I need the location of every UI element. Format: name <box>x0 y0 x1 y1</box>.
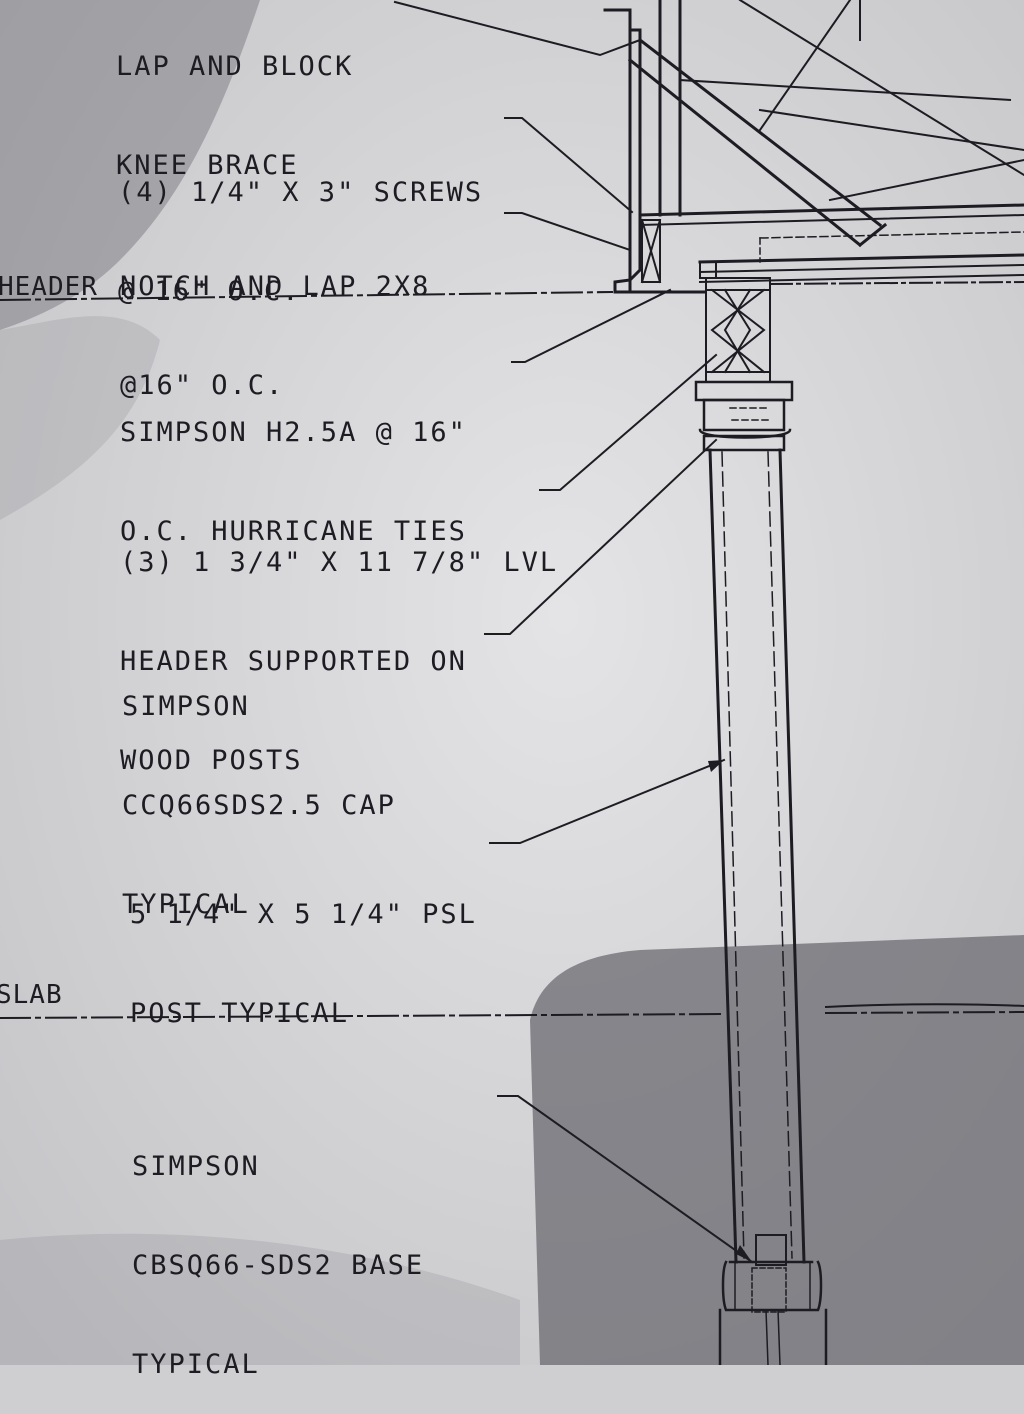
leader-notch-lap <box>504 212 632 252</box>
note-line: NOTCH AND LAP 2X8 <box>120 271 431 302</box>
slab-level-line <box>0 1012 726 1020</box>
note-notch-lap: NOTCH AND LAP 2X8 @16" O.C. <box>120 204 430 435</box>
note-post-cap: SIMPSON CCQ66SDS2.5 CAP TYPICAL <box>122 624 396 954</box>
bottom-right-shadow <box>530 935 1024 1365</box>
note-line: SIMPSON <box>122 691 250 722</box>
note-line: (4) 1/4" X 3" SCREWS <box>118 177 484 208</box>
blocking-x <box>640 218 662 284</box>
slab-level-label: SLAB <box>0 980 63 1010</box>
header-level-line-right <box>768 280 1024 286</box>
leader-post-base <box>497 1095 754 1264</box>
psl-post <box>708 407 806 1264</box>
bottom-left-shade <box>0 1233 520 1365</box>
note-line: @16" O.C. <box>120 370 285 401</box>
post-base <box>718 1234 828 1365</box>
note-lvl-header: (3) 1 3/4" X 11 7/8" LVL HEADER SUPPORTE… <box>120 480 558 810</box>
post-capital <box>694 380 794 452</box>
construction-detail-drawing <box>0 0 1024 1365</box>
note-screws: (4) 1/4" X 3" SCREWS @ 16" O.C. <box>118 110 483 341</box>
roof-framing <box>603 0 1024 294</box>
leader-psl-post <box>489 758 726 844</box>
post-cap-ties <box>699 261 771 383</box>
header-level-label: HEADER <box>0 272 98 302</box>
left-crease-shadow <box>0 316 160 520</box>
note-line: SIMPSON H2.5A @ 16" <box>120 417 467 448</box>
note-line: KNEE BRACE <box>116 150 299 181</box>
leader-lines <box>393 0 754 1264</box>
header-level-line <box>0 290 614 302</box>
note-line: O.C. HURRICANE TIES <box>120 516 467 547</box>
note-line: CBSQ66-SDS2 BASE <box>132 1250 425 1281</box>
note-line: 5 1/4" X 5 1/4" PSL <box>130 899 477 930</box>
note-line: (3) 1 3/4" X 11 7/8" LVL <box>120 547 559 578</box>
note-line: WOOD POSTS <box>120 745 303 776</box>
leader-arrowheads <box>708 760 752 1262</box>
note-line: @ 16" O.C. <box>118 276 301 307</box>
note-psl-post: 5 1/4" X 5 1/4" PSL POST TYPICAL <box>130 832 477 1063</box>
leader-knee-brace <box>393 0 642 57</box>
note-line: HEADER SUPPORTED ON <box>120 646 467 677</box>
note-line: SIMPSON <box>132 1151 260 1182</box>
leader-screws <box>504 117 634 214</box>
note-line: LAP AND BLOCK <box>116 51 354 82</box>
leader-post-cap <box>484 438 718 635</box>
top-left-shadow <box>0 0 260 330</box>
note-line: CCQ66SDS2.5 CAP <box>122 790 396 821</box>
note-line: POST TYPICAL <box>130 998 350 1029</box>
leader-hurricane-ties <box>511 288 672 363</box>
slab-edge <box>824 1003 1024 1009</box>
leader-lvl-header <box>539 353 718 491</box>
slab-level-line-right <box>824 1010 1024 1015</box>
note-knee-brace: LAP AND BLOCK KNEE BRACE <box>116 0 353 215</box>
note-line: TYPICAL <box>122 889 250 920</box>
note-hurricane-ties: SIMPSON H2.5A @ 16" O.C. HURRICANE TIES <box>120 350 467 581</box>
